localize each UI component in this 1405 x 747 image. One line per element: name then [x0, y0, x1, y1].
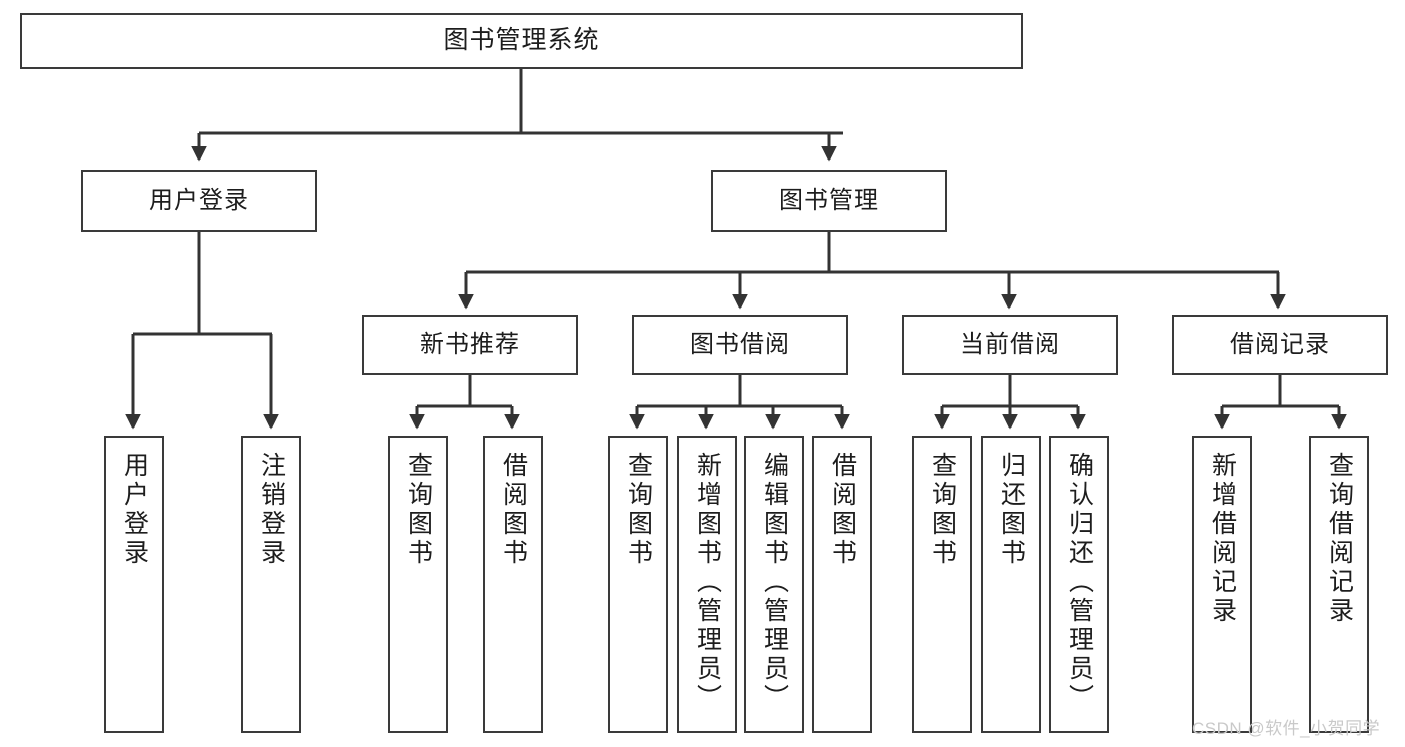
leaf-user-login-logout[interactable]: 注销登录	[241, 436, 301, 733]
node-label: 图书管理系统	[443, 26, 600, 55]
node-label: 确认归还（管理员）	[1065, 452, 1094, 713]
leaf-current-borrow-confirm-admin[interactable]: 确认归还（管理员）	[1049, 436, 1109, 733]
leaf-new-book-query[interactable]: 查询图书	[388, 436, 448, 733]
leaf-user-login-login[interactable]: 用户登录	[104, 436, 164, 733]
node-label: 新书推荐	[420, 330, 520, 358]
node-root-book-management-system[interactable]: 图书管理系统	[20, 13, 1023, 69]
node-user-login[interactable]: 用户登录	[81, 170, 317, 232]
node-label: 查询借阅记录	[1325, 452, 1354, 626]
leaf-current-borrow-query[interactable]: 查询图书	[912, 436, 972, 733]
leaf-borrow-record-query[interactable]: 查询借阅记录	[1309, 436, 1369, 733]
node-book-borrow[interactable]: 图书借阅	[632, 315, 848, 375]
leaf-borrow-record-add[interactable]: 新增借阅记录	[1192, 436, 1252, 733]
node-label: 用户登录	[120, 452, 149, 568]
node-label: 注销登录	[257, 452, 286, 568]
node-book-management[interactable]: 图书管理	[711, 170, 947, 232]
node-new-book-recommend[interactable]: 新书推荐	[362, 315, 578, 375]
node-label: 用户登录	[149, 186, 249, 214]
node-label: 新增图书（管理员）	[693, 452, 722, 713]
leaf-book-borrow-add-admin[interactable]: 新增图书（管理员）	[677, 436, 737, 733]
node-label: 查询图书	[404, 452, 433, 568]
node-label: 图书管理	[779, 186, 879, 214]
node-label: 借阅记录	[1230, 330, 1330, 358]
node-label: 查询图书	[928, 452, 957, 568]
node-current-borrow[interactable]: 当前借阅	[902, 315, 1118, 375]
node-borrow-record[interactable]: 借阅记录	[1172, 315, 1388, 375]
leaf-new-book-borrow[interactable]: 借阅图书	[483, 436, 543, 733]
leaf-current-borrow-return[interactable]: 归还图书	[981, 436, 1041, 733]
node-label: 图书借阅	[690, 330, 790, 358]
node-label: 借阅图书	[499, 452, 528, 568]
leaf-book-borrow-edit-admin[interactable]: 编辑图书（管理员）	[744, 436, 804, 733]
node-label: 新增借阅记录	[1208, 452, 1237, 626]
node-label: 借阅图书	[828, 452, 857, 568]
leaf-book-borrow-borrow[interactable]: 借阅图书	[812, 436, 872, 733]
node-label: 编辑图书（管理员）	[760, 452, 789, 713]
leaf-book-borrow-query[interactable]: 查询图书	[608, 436, 668, 733]
node-label: 查询图书	[624, 452, 653, 568]
node-label: 当前借阅	[960, 330, 1060, 358]
node-label: 归还图书	[997, 452, 1026, 568]
